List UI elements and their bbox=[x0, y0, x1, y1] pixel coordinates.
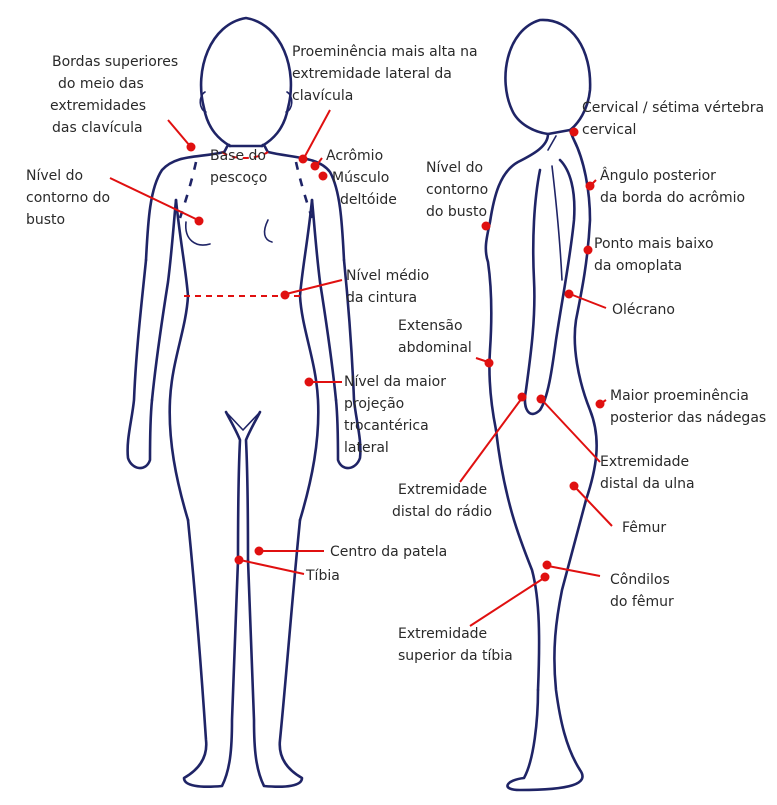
front-left-leg-inner bbox=[226, 412, 240, 560]
marker-patela bbox=[255, 547, 264, 556]
marker-busto-front bbox=[195, 217, 204, 226]
leader-ulna bbox=[542, 400, 600, 462]
label-cervical: Cervical / sétima vértebra cervical bbox=[582, 100, 769, 138]
front-right-armhole-dash bbox=[296, 162, 312, 218]
leader-radio bbox=[460, 398, 522, 482]
label-extensao-abdominal: Extensão abdominal bbox=[398, 318, 472, 356]
label-maior-proeminencia: Maior proeminência posterior das nádegas bbox=[610, 388, 766, 426]
side-head-outline bbox=[505, 20, 590, 134]
marker-tibia bbox=[235, 556, 244, 565]
marker-cervical bbox=[570, 128, 579, 137]
front-left-leg-outer bbox=[184, 520, 238, 787]
marker-radio bbox=[518, 393, 527, 402]
label-patela: Centro da patela bbox=[330, 544, 447, 560]
leader-olecrano bbox=[570, 294, 606, 308]
marker-proeminencia bbox=[299, 155, 308, 164]
label-olecrano: Olécrano bbox=[612, 302, 675, 318]
marker-ulna bbox=[537, 395, 546, 404]
side-arm-inner bbox=[552, 166, 562, 280]
front-labels: Bordas superiores do meio das extremidad… bbox=[26, 44, 482, 584]
marker-olecrano bbox=[565, 290, 574, 299]
marker-tibia-superior bbox=[541, 573, 550, 582]
label-bordas-superiores: Bordas superiores do meio das extremidad… bbox=[50, 54, 183, 136]
marker-angulo-posterior bbox=[586, 182, 595, 191]
marker-femur bbox=[570, 482, 579, 491]
leader-condilos bbox=[548, 566, 600, 576]
leader-bordas-superiores bbox=[168, 120, 190, 146]
front-head-outline bbox=[201, 18, 291, 146]
front-right-leg-outer bbox=[248, 520, 302, 787]
label-condilos: Côndilos do fêmur bbox=[610, 572, 674, 610]
label-cintura: Nível médio da cintura bbox=[346, 268, 434, 306]
front-right-leg-inner bbox=[246, 412, 260, 560]
marker-bordas-superiores bbox=[187, 143, 196, 152]
label-musculo-deltoide: Músculo deltóide bbox=[332, 170, 397, 208]
label-femur: Fêmur bbox=[622, 520, 666, 536]
label-ponto-mais-baixo: Ponto mais baixo da omoplata bbox=[594, 236, 718, 274]
front-right-breast bbox=[265, 220, 272, 242]
marker-musculo-deltoide bbox=[319, 172, 328, 181]
marker-cintura bbox=[281, 291, 290, 300]
front-figure bbox=[128, 18, 361, 787]
leader-cintura bbox=[286, 280, 342, 294]
marker-extensao-abdominal bbox=[485, 359, 494, 368]
marker-condilos bbox=[543, 561, 552, 570]
leader-tibia-superior bbox=[470, 578, 544, 626]
label-busto-side: Nível do contorno do busto bbox=[426, 160, 493, 220]
marker-maior-proeminencia bbox=[596, 400, 605, 409]
label-proeminencia: Proeminência mais alta na extremidade la… bbox=[292, 44, 482, 104]
front-left-arm-outer bbox=[128, 260, 152, 468]
label-busto-front: Nível do contorno do busto bbox=[26, 168, 115, 228]
side-arm-outer bbox=[525, 160, 574, 414]
front-left-breast bbox=[186, 222, 210, 245]
front-left-arm-inner bbox=[152, 200, 176, 400]
side-shoulder-line bbox=[548, 136, 556, 150]
label-radio: Extremidade distal do rádio bbox=[392, 482, 492, 520]
label-acromio: Acrômio bbox=[326, 148, 383, 164]
label-base-pescoco: Base do pescoço bbox=[210, 148, 270, 186]
front-left-armhole-dash bbox=[180, 162, 196, 218]
label-angulo-posterior: Ângulo posterior da borda do acrômio bbox=[600, 166, 745, 206]
marker-ponto-mais-baixo bbox=[584, 246, 593, 255]
label-ulna: Extremidade distal da ulna bbox=[600, 454, 695, 492]
side-back-leg bbox=[508, 500, 586, 790]
label-trocanterica: Nível da maior projeção trocantérica lat… bbox=[344, 374, 450, 456]
marker-trocanterica bbox=[305, 378, 314, 387]
label-tibia-superior: Extremidade superior da tíbia bbox=[398, 626, 513, 664]
side-figure bbox=[486, 20, 597, 790]
marker-busto-side bbox=[482, 222, 491, 231]
marker-acromio bbox=[311, 162, 320, 171]
label-tibia: Tíbia bbox=[305, 568, 340, 584]
front-right-arm-inner bbox=[312, 200, 336, 400]
